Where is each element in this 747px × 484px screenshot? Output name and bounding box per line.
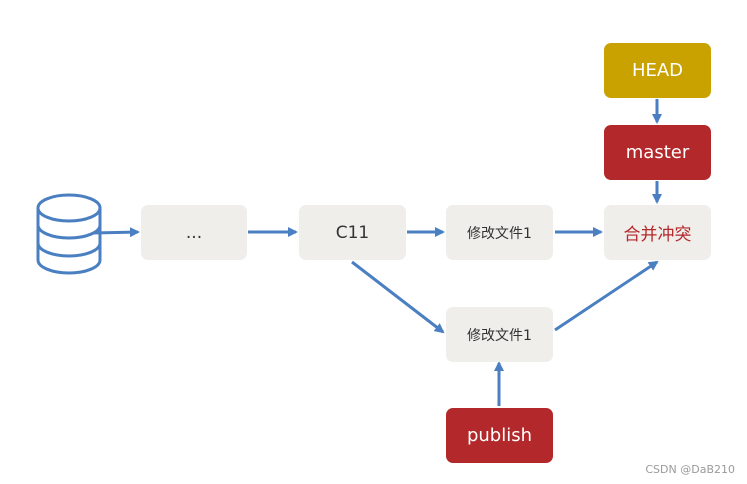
commit-merge-conflict: 合并冲突 <box>604 205 711 260</box>
arrow-db-to-ellipsis <box>92 227 140 238</box>
branch-publish: publish <box>446 408 553 463</box>
branch-master: master <box>604 125 711 180</box>
commit-master-modify: 修改文件1 <box>446 205 553 260</box>
commit-publish-modify: 修改文件1 <box>446 307 553 362</box>
head-pointer: HEAD <box>604 43 711 98</box>
watermark: CSDN @DaB210 <box>645 463 735 476</box>
database-icon <box>36 193 102 275</box>
commit-c11: C11 <box>299 205 406 260</box>
commit-ellipsis: ... <box>141 205 247 260</box>
arrow-commit-publish-to-conflict <box>554 260 659 332</box>
arrow-c11-to-commit-publish <box>351 260 445 334</box>
